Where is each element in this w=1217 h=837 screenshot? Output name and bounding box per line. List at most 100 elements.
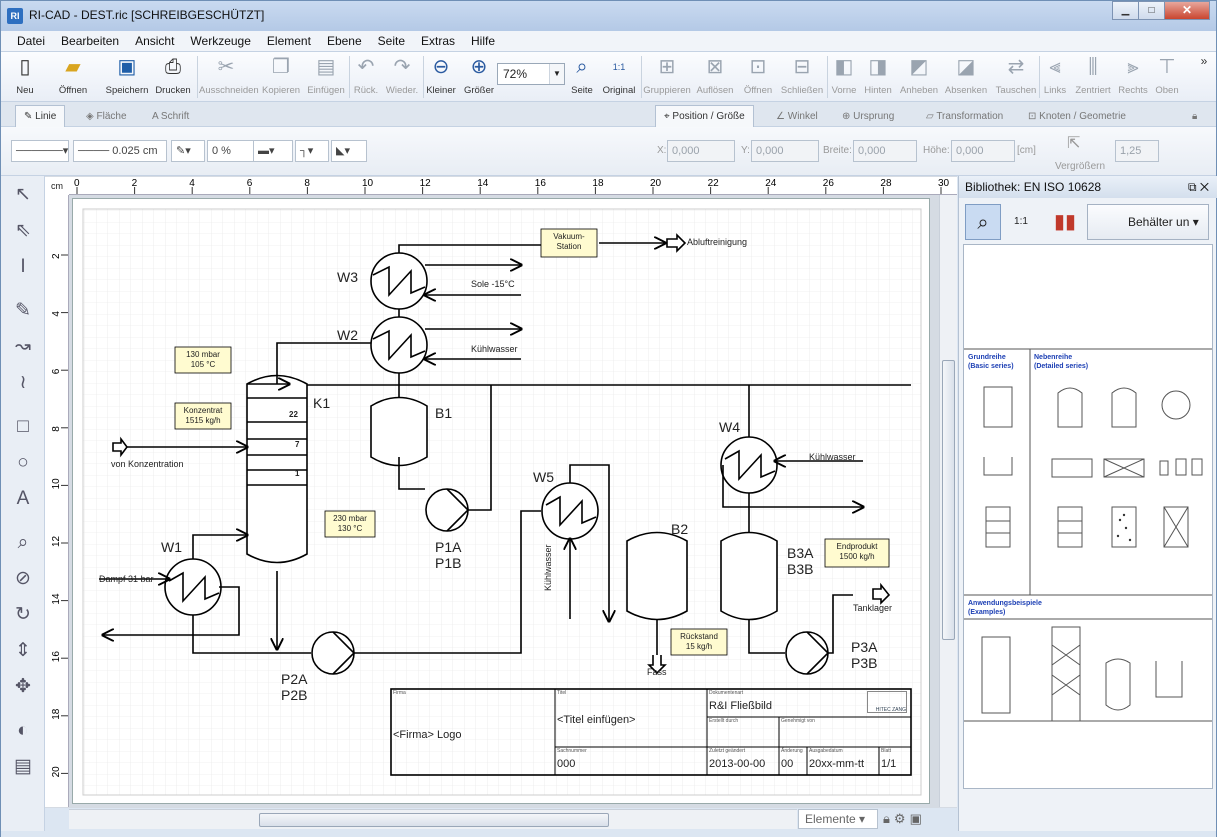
panel-controls-icon[interactable]: ⧉ ✕ — [1187, 180, 1209, 194]
tab-position-groesse[interactable]: ⌖ Position / Größe — [655, 105, 754, 127]
ellipse-tool-icon[interactable]: ○ — [17, 452, 29, 473]
magnifier-icon: ⌕ — [977, 212, 989, 234]
menu-bearbeiten[interactable]: Bearbeiten — [61, 34, 120, 48]
move-tool-icon[interactable]: ✥ — [15, 676, 31, 697]
menu-hilfe[interactable]: Hilfe — [471, 34, 496, 48]
group-button[interactable]: ⊞Gruppieren — [643, 56, 691, 96]
text-cursor-icon[interactable]: I — [20, 256, 26, 277]
send-back-button[interactable]: ◨Hinten — [864, 56, 892, 96]
menu-seite[interactable]: Seite — [377, 34, 405, 48]
raise-button[interactable]: ◩Anheben — [899, 56, 939, 96]
height-field[interactable]: 0,000 — [951, 140, 1015, 162]
library-symbol-panel[interactable]: Grundreihe(Basic series) Nebenreihe(Deta… — [963, 244, 1213, 789]
curve-tool-icon[interactable]: ↝ — [15, 336, 31, 357]
library-chart-button[interactable]: ▮▮ — [1047, 204, 1083, 240]
line-width-select[interactable]: ──── 0.025 cm — [73, 140, 167, 162]
library-zoom-button[interactable]: 1:1 — [1003, 204, 1039, 240]
text-tool-icon[interactable]: A — [16, 488, 30, 509]
elements-select[interactable]: Elemente ▾ — [798, 809, 878, 829]
freehand-tool-icon[interactable]: ≀ — [19, 372, 27, 393]
tab-knoten-geometrie[interactable]: ⊡ Knoten / Geometrie — [1028, 111, 1126, 122]
menu-datei[interactable]: Datei — [17, 34, 46, 48]
library-category-select[interactable]: Behälter un ▾ — [1087, 204, 1209, 240]
select-arrow-icon[interactable]: ↖ — [15, 184, 31, 205]
titleblock-rev[interactable]: 00 — [781, 758, 794, 770]
undo-button[interactable]: ↶Rück. — [353, 56, 379, 96]
titleblock-sheet[interactable]: 1/1 — [881, 758, 897, 770]
line-color-button[interactable]: ✎▾ — [171, 140, 205, 162]
lock-icon[interactable]: 🔒︎ — [1192, 111, 1198, 122]
x-field[interactable]: 0,000 — [667, 140, 735, 162]
pencil-line-icon[interactable]: ✎ — [15, 300, 31, 321]
align-top-button[interactable]: ⊤Oben — [1155, 56, 1179, 96]
copy-button[interactable]: ❐Kopieren — [261, 56, 301, 96]
rectangle-tool-icon[interactable]: □ — [17, 416, 29, 437]
titleblock-issued[interactable]: 20xx-mm-tt — [809, 758, 864, 770]
vertical-scroll-thumb[interactable] — [942, 360, 955, 640]
line-end-select[interactable]: ◣▾ — [331, 140, 367, 162]
close-group-button[interactable]: ⊟Schließen — [780, 56, 824, 96]
y-field[interactable]: 0,000 — [751, 140, 819, 162]
titleblock-firma[interactable]: <Firma> Logo — [393, 729, 462, 741]
mirror-tool-icon[interactable]: ⇕ — [15, 640, 31, 661]
eyedropper-tool-icon[interactable]: ⊘ — [15, 568, 31, 589]
tab-schrift[interactable]: A Schrift — [152, 111, 190, 122]
titleblock-titel[interactable]: <Titel einfügen> — [557, 714, 636, 726]
library-search-button[interactable]: ⌕ — [965, 204, 1001, 240]
tab-winkel[interactable]: ∠ Winkel — [776, 111, 818, 122]
page-tool-icon[interactable]: ▤ — [14, 756, 32, 777]
open-button[interactable]: ▰Öffnen — [58, 56, 88, 96]
horizontal-scrollbar[interactable] — [69, 809, 797, 829]
titleblock-changed[interactable]: 2013-00-00 — [709, 758, 766, 770]
line-join-select[interactable]: ┐▾ — [295, 140, 329, 162]
status-icons[interactable]: 🔒︎⚙▣ — [883, 811, 926, 826]
align-center-button[interactable]: ⫼Zentriert — [1075, 56, 1111, 96]
zoom-out-button[interactable]: ⊖Kleiner — [426, 56, 456, 96]
zoom-select[interactable]: 72%▼ — [497, 63, 565, 85]
layers-tool-icon[interactable]: ◐ — [17, 720, 29, 741]
magnifier-tool-icon[interactable]: ⌕ — [17, 532, 29, 553]
minimize-button[interactable]: ▁ — [1112, 1, 1139, 20]
toolbar-overflow-button[interactable]: » — [1200, 54, 1208, 68]
menu-werkzeuge[interactable]: Werkzeuge — [190, 34, 251, 48]
open-group-button[interactable]: ⊡Öffnen — [743, 56, 773, 96]
vertical-scrollbar[interactable] — [939, 195, 957, 807]
tab-ursprung[interactable]: ⊕ Ursprung — [842, 111, 895, 122]
align-right-button[interactable]: ⫸Rechts — [1118, 56, 1148, 96]
node-select-icon[interactable]: ⇖ — [15, 220, 31, 241]
ungroup-button[interactable]: ⊠Auflösen — [696, 56, 734, 96]
tab-flaeche[interactable]: ◈ Fläche — [86, 111, 127, 122]
swap-button[interactable]: ⇄Tauschen — [995, 56, 1037, 96]
cut-button[interactable]: ✂Ausschneiden — [199, 56, 259, 96]
save-button[interactable]: ▣Speichern — [105, 56, 149, 96]
menu-extras[interactable]: Extras — [421, 34, 456, 48]
align-left-button[interactable]: ⫷Links — [1043, 56, 1067, 96]
scale-field[interactable]: 1,25 — [1115, 140, 1159, 162]
redo-button[interactable]: ↷Wieder. — [385, 56, 419, 96]
width-field[interactable]: 0,000 — [853, 140, 917, 162]
line-style-select[interactable]: ──────▾ — [11, 140, 69, 162]
bring-front-button[interactable]: ◧Vorne — [831, 56, 857, 96]
enlarge-icon[interactable]: ⇱ — [1067, 135, 1081, 152]
titleblock-doc[interactable]: R&I Fließbild — [709, 700, 772, 712]
lower-button[interactable]: ◪Absenken — [944, 56, 988, 96]
horizontal-scroll-thumb[interactable] — [259, 813, 609, 827]
rotate-tool-icon[interactable]: ↻ — [15, 604, 31, 625]
zoom-in-button[interactable]: ⊕Größer — [463, 56, 495, 96]
titleblock-sach[interactable]: 000 — [557, 758, 576, 770]
tab-linie[interactable]: ✎ Linie — [15, 105, 66, 127]
fit-page-button[interactable]: ⌕Seite — [567, 54, 597, 100]
new-button[interactable]: ▯Neu — [7, 54, 43, 100]
print-button[interactable]: ⎙Drucken — [155, 56, 191, 96]
paste-button[interactable]: ▤Einfügen — [307, 56, 345, 96]
menu-element[interactable]: Element — [266, 34, 311, 48]
tab-transformation[interactable]: ▱ Transformation — [926, 111, 1004, 122]
menu-ansicht[interactable]: Ansicht — [135, 34, 175, 48]
maximize-button[interactable]: □ — [1138, 1, 1165, 20]
menu-ebene[interactable]: Ebene — [326, 34, 362, 48]
close-button[interactable]: ✕ — [1164, 1, 1210, 20]
line-cap-select[interactable]: ▬▾ — [253, 140, 293, 162]
